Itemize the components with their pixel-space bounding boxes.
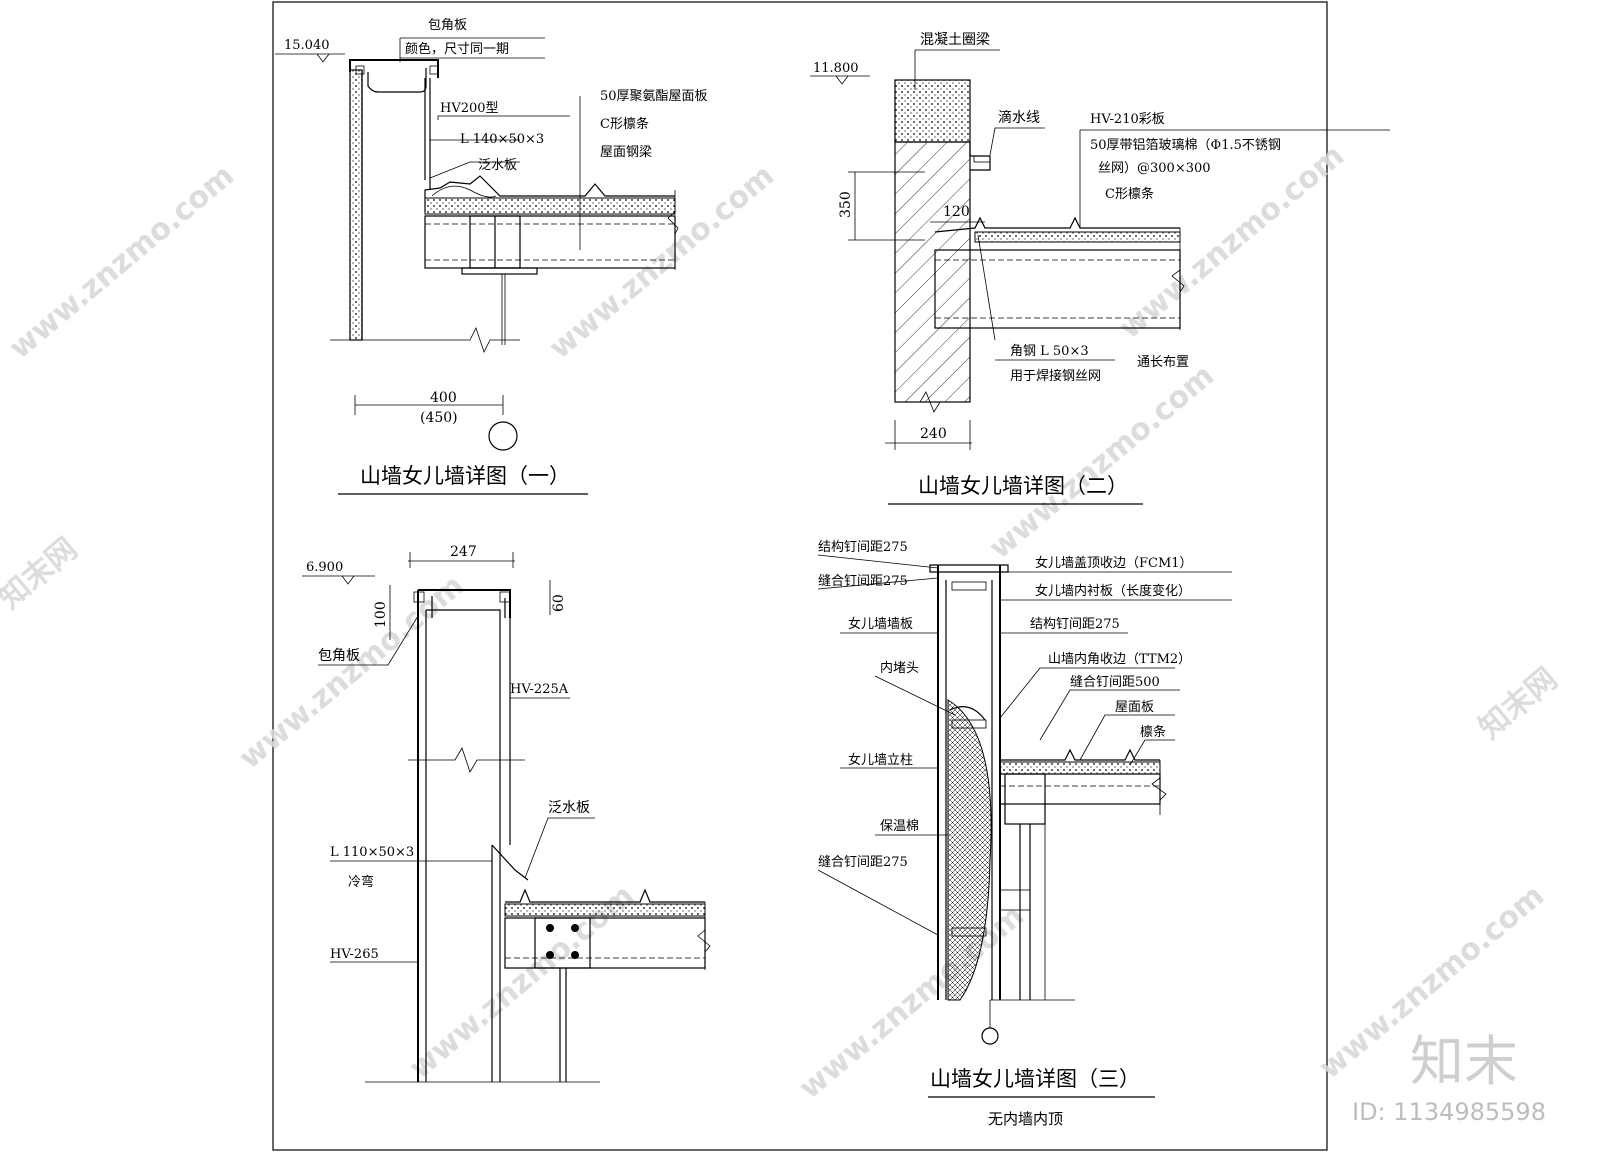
- callout-label: 结构钉间距275: [1030, 617, 1120, 632]
- callout-label: HV200型: [440, 101, 499, 116]
- dimension-label: (450): [420, 410, 458, 426]
- brand-watermark: 知末: [1410, 1030, 1518, 1093]
- callout-label: HV-225A: [510, 682, 569, 697]
- callout-label: L 110×50×3: [330, 845, 414, 860]
- elevation-label: 15.040: [284, 38, 330, 53]
- elevation-label: 11.800: [813, 61, 859, 76]
- callout-label: HV-210彩板: [1090, 112, 1165, 127]
- dimension-label: 247: [450, 544, 477, 560]
- callout-label: 结构钉间距275: [818, 540, 908, 555]
- callout-label: 缝合钉间距500: [1070, 675, 1160, 690]
- sheet-border: [272, 1, 1328, 1151]
- dimension-label: 100: [373, 601, 389, 628]
- callout-label: 缝合钉间距275: [818, 855, 908, 870]
- callout-label: 50厚带铝箔玻璃棉（Φ1.5不锈钢: [1090, 137, 1281, 153]
- callout-label: 山墙内角收边（TTM2）: [1048, 651, 1191, 667]
- watermark-text: www.znzmo.com: [983, 358, 1221, 566]
- watermark-text: 知末网: [1473, 661, 1564, 746]
- callout-label: 屋面板: [1115, 700, 1154, 715]
- detail-title: 山墙女儿墙详图（一）: [360, 464, 570, 488]
- callout-label: 包角板: [318, 648, 360, 664]
- callout-label: 女儿墙内衬板（长度变化）: [1035, 583, 1191, 599]
- callout-label: 混凝土圈梁: [920, 32, 990, 48]
- callout-label: 缝合钉间距275: [818, 574, 908, 589]
- callout-label: HV-265: [330, 947, 379, 962]
- callout-label: 角钢 L 50×3: [1010, 344, 1089, 359]
- watermark-text: www.znzmo.com: [3, 158, 241, 366]
- callout-label: 丝网）@300×300: [1098, 161, 1211, 176]
- dimension-label: 400: [430, 390, 457, 406]
- callout-label: C形檩条: [1105, 186, 1154, 202]
- callout-label: 泛水板: [478, 158, 517, 173]
- detail-title: 山墙女儿墙详图（三）: [930, 1067, 1140, 1091]
- detail-title: 山墙女儿墙详图（二）: [918, 474, 1128, 498]
- callout-label: 内堵头: [880, 660, 919, 676]
- detail-subtitle: 无内墙内顶: [988, 1110, 1063, 1128]
- callout-label: 女儿墙立柱: [848, 752, 913, 768]
- callout-label: 檩条: [1140, 724, 1166, 740]
- brand-id: ID: 1134985598: [1352, 1098, 1546, 1126]
- callout-label: 滴水线: [998, 109, 1040, 126]
- watermark-text: 知末网: [0, 531, 84, 616]
- callout-label: 女儿墙盖顶收边（FCM1）: [1035, 555, 1193, 571]
- callout-label: 颜色，尺寸同一期: [405, 41, 509, 57]
- detail-2: 11.800 350 120 240: [810, 32, 1390, 505]
- detail-4: 结构钉间距275 缝合钉间距275 女儿墙墙板 内堵头 女儿墙立柱 保温棉 缝合…: [817, 540, 1232, 1128]
- callout-label: 保温棉: [880, 819, 919, 834]
- callout-label: 50厚聚氨酯屋面板: [600, 89, 708, 104]
- callout-label: 冷弯: [348, 874, 374, 890]
- callout-label: 泛水板: [548, 800, 590, 816]
- callout-label: C形檩条: [600, 116, 649, 132]
- detail-3: 6.900 247 100 60: [302, 544, 711, 1083]
- dimension-label: 350: [838, 191, 854, 218]
- callout-label: 女儿墙墙板: [848, 616, 913, 632]
- dimension-label: 60: [551, 594, 567, 612]
- dimension-label: 120: [943, 204, 970, 220]
- callout-label: 用于焊接钢丝网: [1010, 368, 1101, 384]
- watermark-text: www.znzmo.com: [543, 158, 781, 366]
- watermark-text: www.znzmo.com: [233, 568, 471, 776]
- watermark-layer: www.znzmo.com 知末网 www.znzmo.com www.znzm…: [0, 138, 1564, 1106]
- dimension-label: 240: [920, 426, 947, 442]
- detail-1: 15.040 400 (450): [275, 18, 708, 495]
- callout-label: L 140×50×3: [460, 132, 544, 147]
- callout-label: 包角板: [428, 18, 467, 33]
- elevation-label: 6.900: [306, 560, 343, 575]
- callout-label: 屋面钢梁: [600, 145, 652, 160]
- callout-label: 通长布置: [1137, 355, 1189, 370]
